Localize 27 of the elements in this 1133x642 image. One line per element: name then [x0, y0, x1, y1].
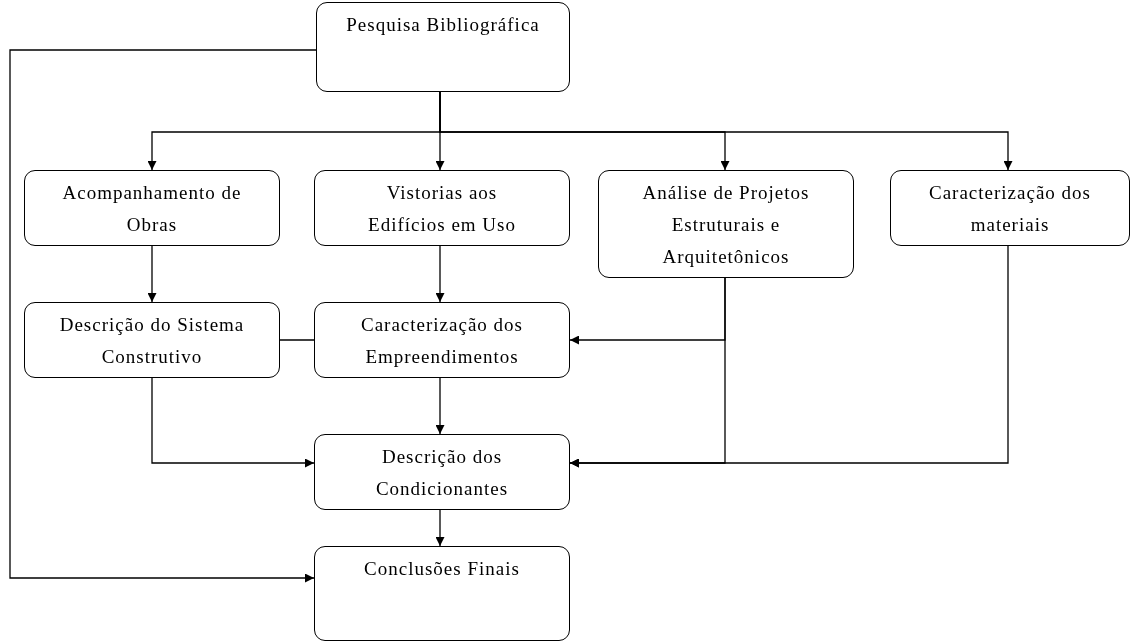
arrow [435, 245, 445, 303]
process-box [24, 170, 280, 246]
arrow [9, 49, 317, 583]
process-box [314, 170, 570, 246]
box-label: Caracterização dos materiais [928, 181, 1092, 237]
connector-line [279, 339, 315, 341]
arrow [569, 245, 1009, 468]
box-label: Descrição do Sistema Construtivo [58, 313, 246, 369]
box-label: Análise de Projetos Estruturais e Arquitetônicos [641, 181, 811, 269]
arrow [147, 245, 157, 303]
arrow [151, 377, 315, 468]
arrow [435, 509, 445, 547]
process-box [890, 170, 1130, 246]
process-box [314, 302, 570, 378]
process-box [314, 434, 570, 510]
process-box [598, 170, 854, 278]
process-box [314, 546, 570, 641]
process-box [24, 302, 280, 378]
arrow [435, 377, 445, 435]
box-label: Pesquisa Bibliográfica [345, 13, 541, 37]
box-label: Caracterização dos Empreendimentos [360, 313, 524, 369]
arrow [439, 91, 1013, 171]
box-label: Conclusões Finais [363, 557, 521, 581]
box-label: Acompanhamento de Obras [61, 181, 243, 237]
box-label: Vistorias aos Edifícios em Uso [367, 181, 517, 237]
box-label: Descrição dos Condicionantes [374, 445, 510, 501]
process-box [316, 2, 570, 92]
